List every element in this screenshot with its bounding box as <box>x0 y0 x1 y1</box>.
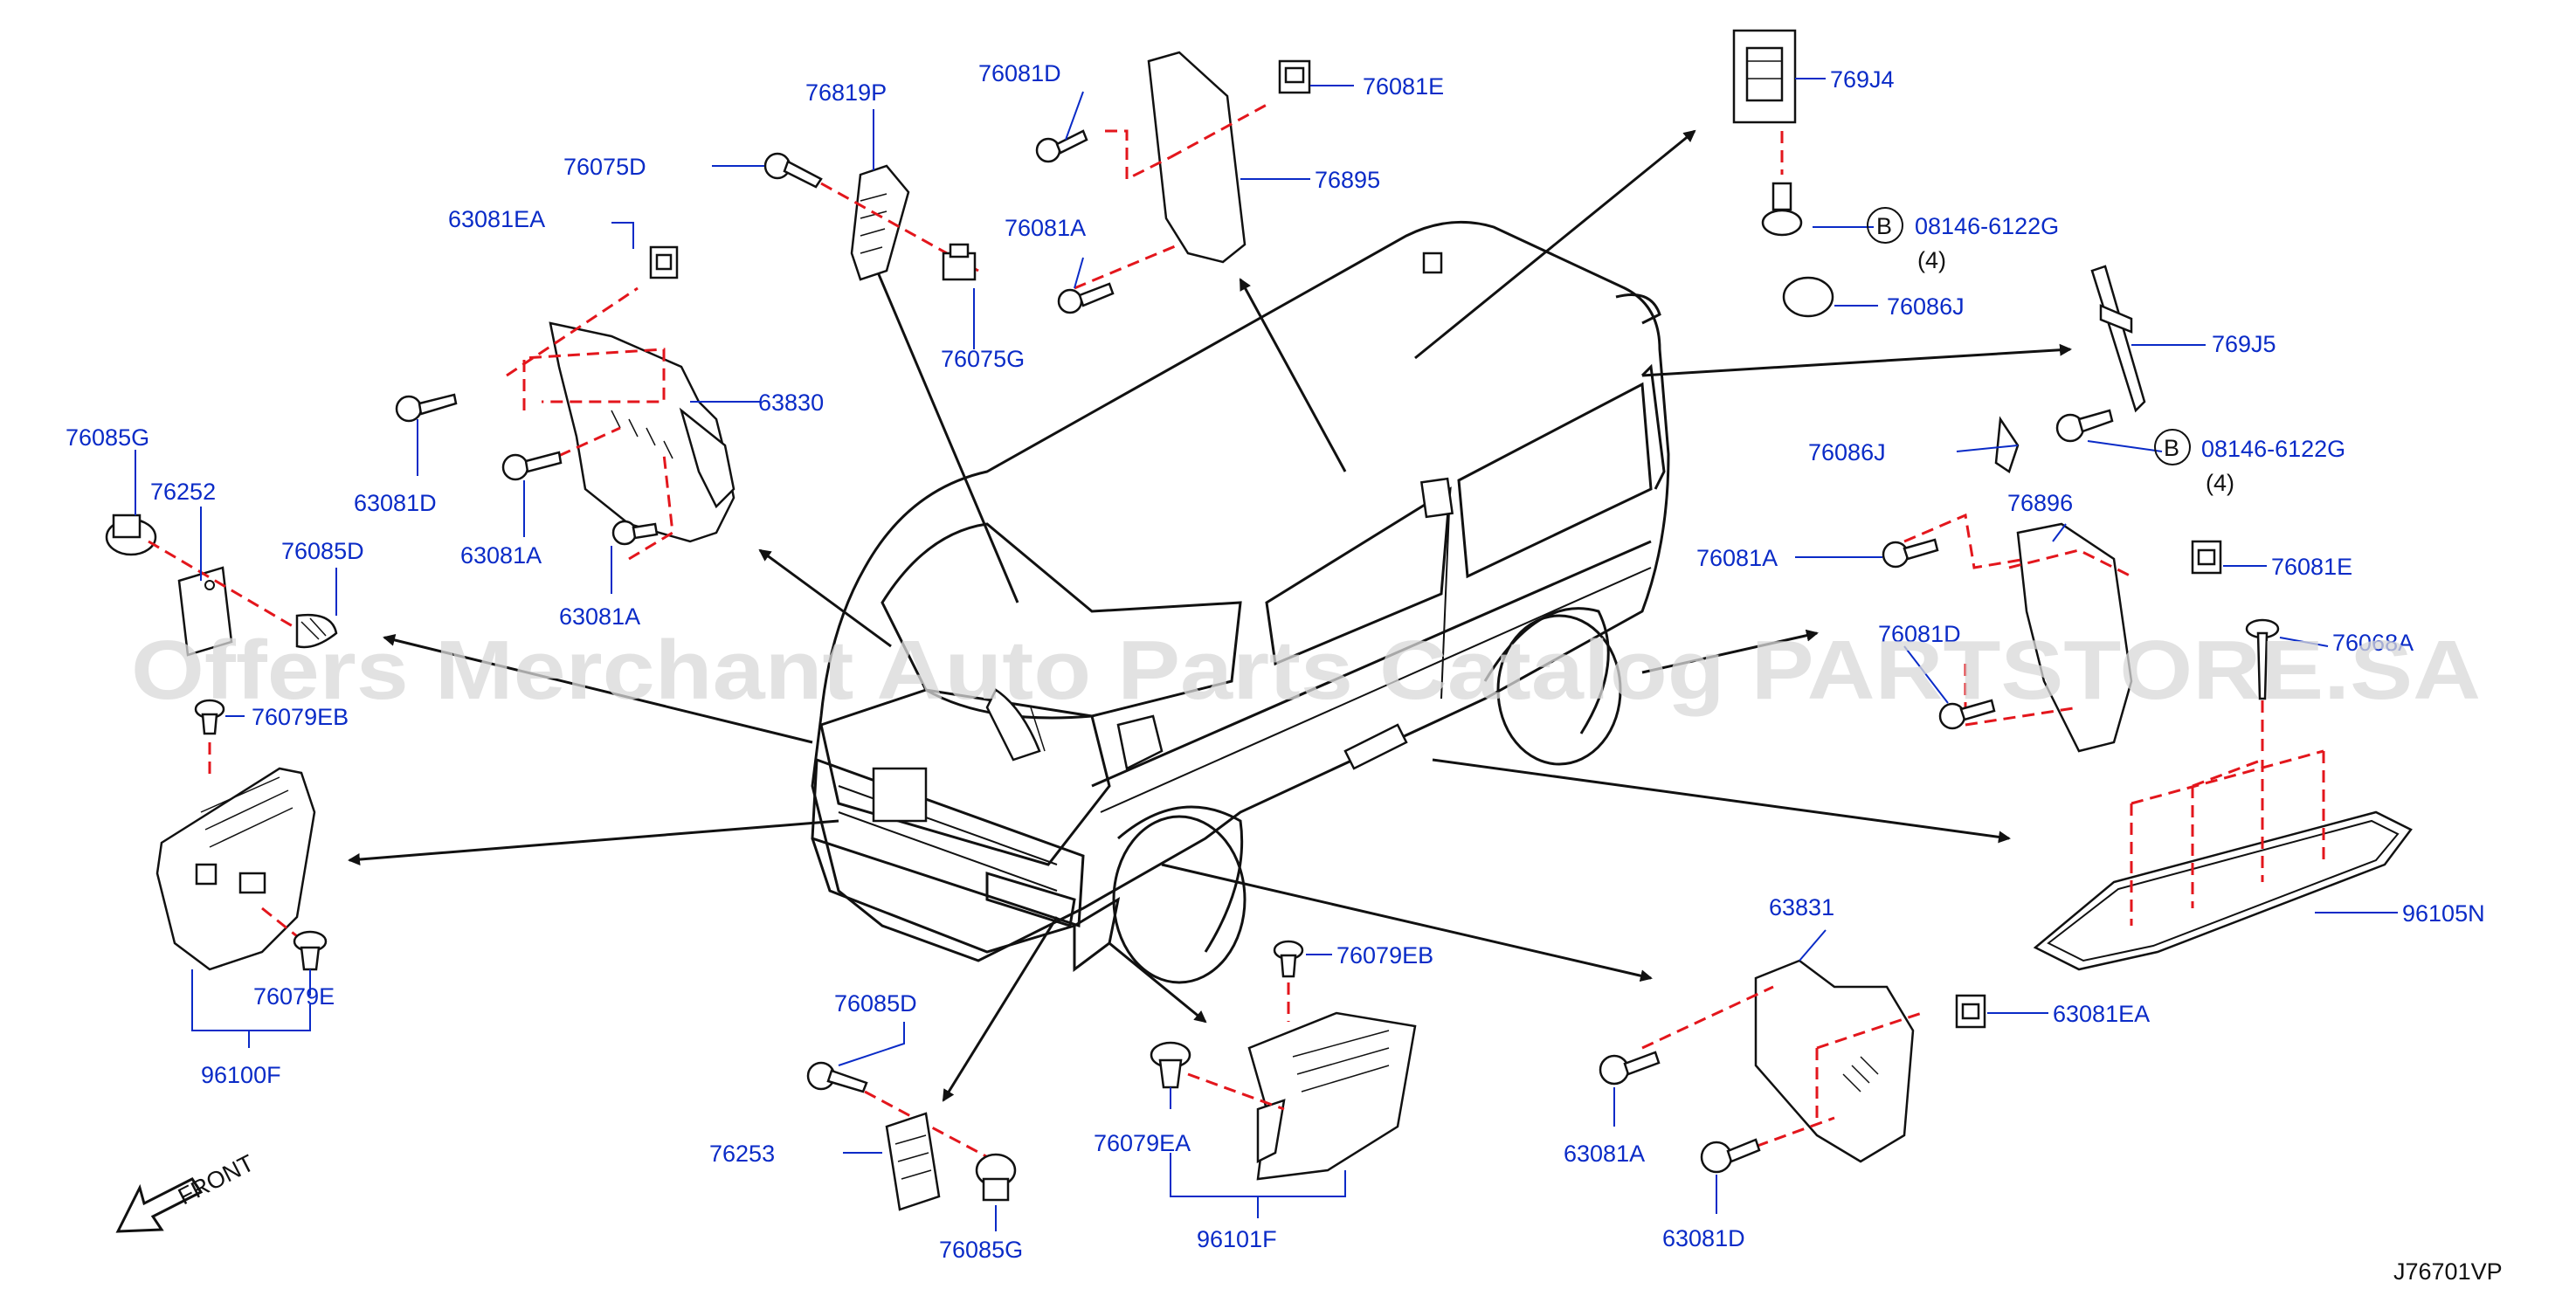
lamp-769J4 <box>1732 29 1797 124</box>
label-76079E: 76079E <box>253 983 335 1010</box>
label-63081A-right: 63081A <box>1564 1141 1645 1167</box>
label-76085G-bottom: 76085G <box>939 1237 1023 1263</box>
bolt-76081D-top <box>1035 129 1088 163</box>
label-76896: 76896 <box>2007 490 2073 516</box>
bolt-63081A-mid <box>611 520 659 546</box>
bolt-76081D-right <box>1938 699 1996 730</box>
bolt-63081D-right <box>1700 1138 1761 1174</box>
clip-76085G-bottom <box>975 1153 1017 1202</box>
label-08146-top: 08146-6122G <box>1915 213 2059 239</box>
pointer-arrows <box>348 129 2072 1102</box>
label-769J4: 769J4 <box>1830 66 1895 93</box>
label-76253: 76253 <box>709 1141 775 1167</box>
label-63081EA-top: 63081EA <box>448 206 545 232</box>
bolt-63081D-top <box>395 393 458 423</box>
label-76252: 76252 <box>150 479 216 505</box>
bolt-08146-top <box>1761 182 1803 237</box>
lamp-769J5 <box>2090 265 2146 413</box>
label-76081A-right: 76081A <box>1696 545 1778 571</box>
cap-76086J-top <box>1782 276 1834 318</box>
watermark-text: Offers Merchant Auto Parts Catalog PARTS… <box>131 624 2481 717</box>
label-63081A-mid: 63081A <box>559 603 640 630</box>
label-769J5: 769J5 <box>2212 331 2276 357</box>
callout-labels: 76819P 76075D 63081EA 76075G 63830 63081… <box>66 60 2485 1263</box>
bracket-96100F <box>155 767 316 971</box>
clip-63081EA-top <box>649 245 679 279</box>
label-96100F: 96100F <box>201 1062 281 1088</box>
front-indicator: FRONT <box>115 1149 259 1233</box>
bolt-08146-right <box>2055 409 2114 443</box>
label-96105N: 96105N <box>2402 900 2485 927</box>
label-63081A-top: 63081A <box>460 542 542 569</box>
mat-96105N <box>2033 699 2413 971</box>
label-08146-right: 08146-6122G <box>2201 436 2345 462</box>
label-76081E-right: 76081E <box>2271 554 2352 580</box>
label-76895: 76895 <box>1315 167 1380 193</box>
label-63081EA-right: 63081EA <box>2053 1001 2150 1027</box>
label-76068A: 76068A <box>2332 630 2414 656</box>
bolt-63081A-right <box>1599 1051 1661 1086</box>
label-76081E-top: 76081E <box>1363 73 1444 100</box>
b-marker-1: B <box>1876 213 1892 239</box>
bracket-76252 <box>177 566 233 657</box>
pin-76068A <box>2245 618 2280 700</box>
clip-76079EB-bottom <box>1273 940 1304 978</box>
bolt-63081A-top <box>501 451 563 481</box>
grommet-76075G <box>942 243 977 281</box>
bracket-76819P <box>850 164 910 281</box>
label-76819P: 76819P <box>805 79 887 106</box>
label-76079EB-bottom: 76079EB <box>1336 942 1433 969</box>
callout-leaders <box>135 78 2398 1231</box>
clip-63081EA-right <box>1955 994 1986 1029</box>
label-76086J-top: 76086J <box>1887 293 1965 320</box>
screw-76085D-left <box>295 613 338 649</box>
label-76079EA: 76079EA <box>1094 1130 1191 1156</box>
label-76081D-right: 76081D <box>1878 621 1961 647</box>
label-96101F: 96101F <box>1197 1226 1277 1252</box>
clip-76085G-left <box>105 514 157 556</box>
label-76085D-left: 76085D <box>281 538 364 564</box>
label-76081A-top: 76081A <box>1005 215 1086 241</box>
front-label: FRONT <box>174 1149 258 1210</box>
label-76081D-top: 76081D <box>978 60 1061 86</box>
b-marker-2: B <box>2164 435 2179 461</box>
label-76075D: 76075D <box>563 154 646 180</box>
qty-right: (4) <box>2206 470 2234 496</box>
label-76075G: 76075G <box>941 346 1025 372</box>
fender-protector-63831 <box>1641 959 1923 1163</box>
panel-76896 <box>1903 513 2133 753</box>
bracket-76253 <box>885 1112 941 1211</box>
label-63831: 63831 <box>1769 894 1834 920</box>
clip-76079EB-left <box>194 699 225 735</box>
qty-top: (4) <box>1917 247 1946 273</box>
clip-76079EA <box>1150 1041 1191 1089</box>
b-marker-circle-1 <box>1867 207 1903 244</box>
bolt-76081A-top <box>1057 282 1115 314</box>
label-76085G-left: 76085G <box>66 424 149 451</box>
fender-protector-63830 <box>506 286 736 561</box>
clip-76079E <box>293 930 328 971</box>
bracket-96101F <box>1247 1011 1417 1181</box>
b-marker-circle-2 <box>2154 429 2191 465</box>
van-illustration <box>811 220 1670 984</box>
label-63081D-top: 63081D <box>354 490 437 516</box>
label-76085D-bottom: 76085D <box>834 990 917 1017</box>
label-76086J-right: 76086J <box>1808 439 1886 465</box>
clip-76081E-right <box>2191 540 2222 575</box>
label-63081D-right: 63081D <box>1662 1225 1745 1251</box>
screw-76085D-bottom <box>806 1061 868 1093</box>
screw-76075D <box>763 152 823 189</box>
label-63830: 63830 <box>758 389 824 416</box>
label-76079EB-left: 76079EB <box>252 704 349 730</box>
panel-76895 <box>1074 51 1267 290</box>
clip-76081E-top <box>1278 59 1311 94</box>
diagram-code: J76701VP <box>2393 1258 2503 1285</box>
bolt-76081A-right <box>1882 538 1939 569</box>
